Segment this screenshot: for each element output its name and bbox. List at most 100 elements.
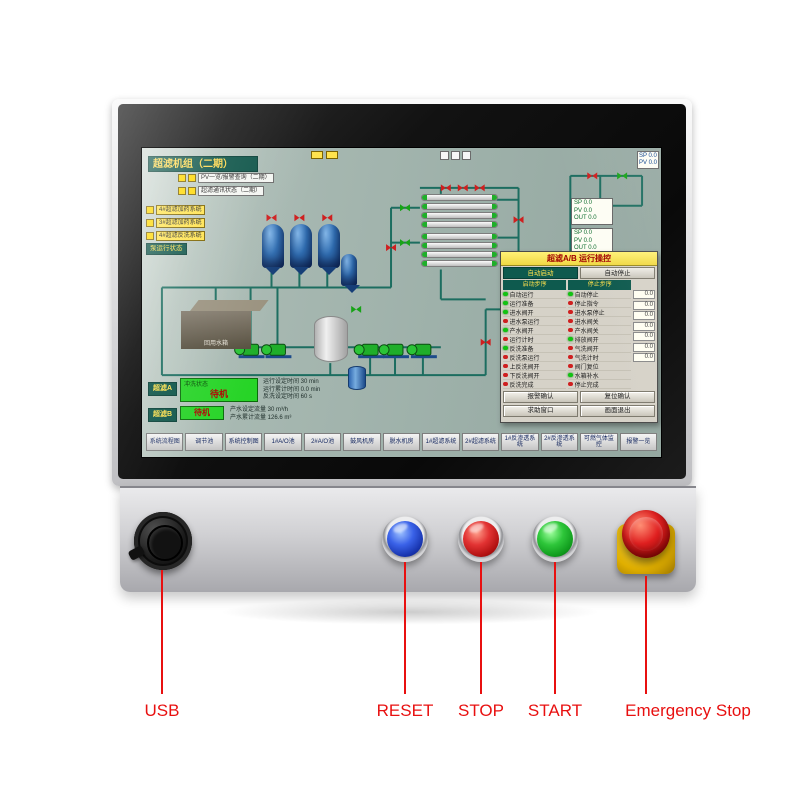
mode-button[interactable]: 自动停止 [580, 267, 655, 279]
panel-pc-monitor: 超滤机组（二期） PV一览/报警查询（二期）超滤通讯状态（二期） 4#超滤加药系… [112, 99, 692, 486]
valve-icon [294, 214, 305, 222]
readout-value: 0.0 [633, 353, 655, 362]
status-dot-icon [568, 363, 573, 369]
status-dot-icon [503, 291, 508, 297]
callout-line-stop [480, 562, 482, 694]
membrane-tube [421, 242, 498, 249]
uf-a-chip: 超滤A [148, 382, 178, 396]
indicator-chip-icon [188, 174, 196, 182]
step-row: 自动运行 [503, 290, 567, 299]
start-button-dome [537, 521, 573, 557]
status-dot-icon [568, 291, 573, 297]
screen-tab[interactable]: 2#A/O池 [303, 433, 342, 451]
screen-tab[interactable]: 可燃气体监控 [580, 433, 618, 451]
readout-value: 0.0 [633, 300, 655, 310]
screen-tab[interactable]: 1#反渗透系统 [501, 433, 539, 451]
window-button[interactable]: 报警确认 [503, 391, 578, 403]
reset-button[interactable] [382, 516, 428, 562]
step-row: 阀门复位 [568, 362, 632, 371]
readout-value: 0.0 [633, 311, 655, 320]
status-dot-icon [503, 354, 508, 360]
screen-tab[interactable]: 2#反渗透系统 [540, 433, 579, 451]
screen-tab[interactable]: 鼓风机房 [343, 433, 381, 451]
wash-status-value: 待机 [209, 389, 228, 399]
screen-tab[interactable]: 调节池 [185, 433, 223, 451]
step-row: 停止指令 [568, 299, 632, 308]
scada-button[interactable]: PV一览/报警查询（二期） [178, 173, 274, 183]
membrane-stack [421, 194, 498, 228]
monitor-bezel: 超滤机组（二期） PV一览/报警查询（二期）超滤通讯状态（二期） 4#超滤加药系… [118, 104, 686, 479]
screen-tab[interactable]: 系统流程图 [146, 433, 184, 451]
step-row: 进水阀开 [503, 308, 567, 317]
blue-tank [290, 224, 312, 275]
screen-tab[interactable]: 系统控制图 [224, 433, 263, 451]
screen-tab[interactable]: 2#超滤系统 [461, 433, 500, 451]
usb-port[interactable] [127, 512, 192, 570]
indicator-chip-icon [178, 174, 186, 182]
runtime-line: 反洗设定时间 60 s [263, 394, 313, 400]
emergency-stop-button[interactable] [622, 510, 670, 558]
indicator-chip-icon [146, 206, 154, 214]
scada-button[interactable]: 4#超滤反洗系统 [146, 231, 205, 241]
storage-tank: 回用水箱 [181, 300, 269, 349]
stop-button[interactable] [458, 516, 504, 562]
status-indicator-boxes [440, 151, 471, 160]
step-row: 反洗泵运行 [503, 353, 567, 362]
step-row: 运行计时 [503, 335, 567, 344]
scada-button[interactable]: 超滤通讯状态（二期） [178, 186, 274, 196]
readout-value: 0.0 [633, 342, 655, 352]
scada-button[interactable]: 4#超滤加药系统 [146, 205, 205, 215]
tank-top [190, 300, 269, 311]
blue-drum [348, 366, 366, 390]
callout-line-reset [404, 562, 406, 694]
readout-row: SP 0.0 [638, 153, 657, 159]
mode-button[interactable]: 自动启动 [503, 267, 578, 279]
status-dot-icon [568, 318, 573, 324]
alarm-indicator-boxes [311, 151, 338, 159]
status-dot-icon [503, 327, 508, 333]
scada-button[interactable]: 3#超滤加药系统 [146, 218, 205, 228]
status-dot-icon [503, 300, 508, 306]
pump-icon [353, 343, 385, 359]
valve-icon [266, 214, 277, 222]
step-row: 气洗计时 [568, 353, 632, 362]
window-button[interactable]: 画面退出 [580, 405, 655, 417]
window-title: 超滤A/B 运行操控 [501, 252, 657, 266]
window-button[interactable]: 复位确认 [580, 391, 655, 403]
step-row: 反洗完成 [503, 380, 567, 389]
column-header: 启动步序 [503, 280, 567, 290]
step-row: 进水阀关 [568, 317, 632, 326]
step-row: 排放阀开 [568, 335, 632, 344]
screen-tab[interactable]: 报警一览 [619, 433, 658, 451]
screen-tab[interactable]: 1#超滤系统 [422, 433, 460, 451]
membrane-tube [421, 203, 498, 210]
pump-icon [378, 343, 409, 359]
status-dot-icon [503, 336, 508, 342]
callout-line-usb [161, 570, 163, 694]
readout-value: 0.0 [633, 332, 655, 341]
tank-label: 回用水箱 [203, 341, 228, 347]
status-dot-icon [568, 381, 573, 387]
screen-tab[interactable]: 1#A/O池 [264, 433, 302, 451]
window-button[interactable]: 求助窗口 [503, 405, 578, 417]
wash-status-title: 冲洗状态 [184, 382, 209, 388]
gray-cylinder-tank [314, 316, 348, 362]
pump-icon [261, 343, 292, 359]
screen-tab[interactable]: 脱水机房 [382, 433, 421, 451]
readout-row: OUT 0.0 [574, 215, 597, 221]
status-dot-icon [503, 381, 508, 387]
start-button[interactable] [532, 516, 578, 562]
callout-line-start [554, 562, 556, 694]
membrane-tube [421, 212, 498, 219]
step-row: 产水阀开 [503, 326, 567, 335]
step-row: 产水阀关 [568, 326, 632, 335]
step-row: 停止完成 [568, 380, 632, 389]
status-dot-icon [503, 345, 508, 351]
runtime-line: 产水累计流量 126.6 m³ [230, 414, 292, 421]
callout-line-estop [645, 576, 647, 694]
